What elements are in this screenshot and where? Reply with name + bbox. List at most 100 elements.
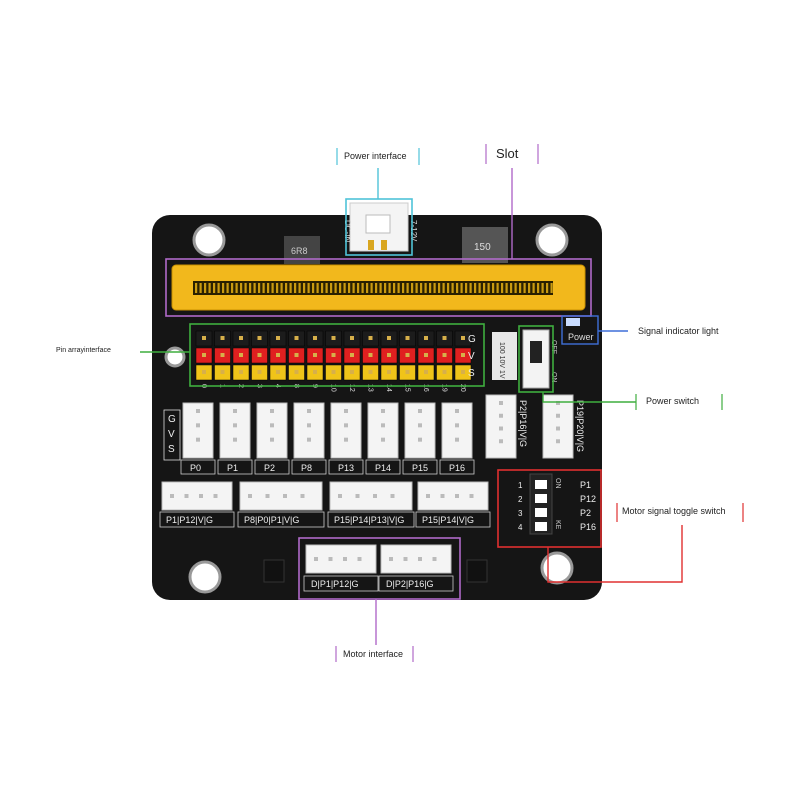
header-pin-tip — [202, 353, 206, 357]
connector-pin-hole — [556, 439, 560, 444]
i2c-port-label-frame — [237, 511, 325, 528]
slot-contact — [330, 283, 333, 293]
slot-contact — [411, 283, 414, 293]
connector-pin-hole — [499, 426, 503, 431]
motor-toggle-callout: Motor signal toggle switch — [622, 506, 726, 516]
connector-pin-hole — [355, 494, 360, 498]
header-pin-tip — [368, 353, 373, 357]
slot-contact — [415, 283, 418, 293]
slot-contact — [262, 283, 265, 293]
slot-contact — [505, 283, 508, 293]
header-pin-tip — [239, 336, 243, 340]
connector-pin-hole — [426, 494, 430, 498]
gvs-port-label-frame — [217, 459, 253, 475]
slot-contact — [298, 283, 301, 293]
connector-pin-hole — [418, 437, 422, 442]
header-pin-tip — [220, 353, 225, 357]
slot-contact — [325, 283, 328, 293]
slot-contact — [316, 283, 319, 293]
slot-contact — [217, 283, 220, 293]
connector-pin-hole — [390, 494, 395, 498]
connector-pin-hole — [196, 409, 200, 413]
slot-contact — [438, 283, 441, 293]
power-jack-pin — [381, 240, 387, 250]
i2c-port-label-frame — [415, 511, 491, 528]
pin-array-callout: Pin arrayinterface — [56, 347, 111, 354]
slot-contact — [195, 283, 198, 293]
connector-pin-hole — [307, 409, 311, 413]
gvs-port-label: P14 — [375, 463, 391, 473]
i2c-port-label: P15|P14|P13|V|G — [334, 515, 404, 525]
dip-lever[interactable] — [535, 480, 547, 489]
vertical-port-label: P2|P16|V|G — [518, 400, 528, 447]
connector-pin-hole — [343, 557, 347, 561]
header-pin-tip — [220, 336, 225, 340]
header-pin-tip — [331, 353, 336, 357]
i2c-port-label: P15|P14|V|G — [422, 515, 474, 525]
slot-contact — [235, 283, 238, 293]
header-pin-tip — [313, 353, 317, 357]
dip-ke-text: KE — [554, 520, 561, 530]
power-switch-callout: Power switch — [646, 396, 700, 406]
slot-contact — [240, 283, 243, 293]
dip-label: P2 — [580, 508, 591, 518]
slot-contact — [406, 283, 409, 293]
pin-number-label: 19 — [441, 384, 448, 392]
header-pin-tip — [350, 370, 354, 374]
slot-contact — [370, 283, 373, 293]
dip-lever[interactable] — [535, 494, 547, 503]
connector-pin-hole — [248, 494, 252, 498]
i2c-port-connector[interactable] — [239, 481, 323, 511]
connector-pin-hole — [300, 494, 305, 498]
header-pin-tip — [313, 336, 317, 340]
connector-pin-hole — [389, 557, 393, 561]
slot-contact — [447, 283, 450, 293]
gvs-port-label-frame — [439, 459, 475, 475]
gvs-port-label: P13 — [338, 463, 354, 473]
slot-contact — [357, 283, 360, 293]
gvs-port-connector[interactable] — [256, 402, 288, 459]
slot-contact — [433, 283, 436, 293]
slot-contact — [532, 283, 535, 293]
pin-header-array[interactable] — [195, 330, 472, 381]
vertical-port-label: P19|P20|V|G — [575, 400, 585, 452]
dip-lever[interactable] — [535, 508, 547, 517]
vertical-port-group[interactable]: P2|P16|V|G P19|P20|V|G — [485, 394, 585, 459]
slot-contact — [528, 283, 531, 293]
power-switch-knob[interactable] — [530, 341, 542, 363]
connector-pin-hole — [213, 494, 218, 498]
gvs-port-label: P0 — [190, 463, 201, 473]
header-pin-tip — [257, 336, 262, 340]
header-pin-tip — [387, 336, 391, 340]
header-pin-tip — [331, 336, 336, 340]
motor-port-label: D|P2|P16|G — [386, 579, 434, 589]
header-pin-tip — [405, 353, 410, 357]
signal-indicator-callout: Signal indicator light — [638, 326, 719, 336]
connector-pin-hole — [233, 423, 237, 428]
header-pin-tip — [294, 353, 299, 357]
header-pin-tip — [424, 336, 428, 340]
mount-hole-br — [540, 551, 574, 585]
i2c-port-connector[interactable] — [329, 481, 413, 511]
header-pin-tip — [461, 353, 465, 357]
power-interface-callout: Power interface — [344, 151, 407, 161]
slot-contact — [442, 283, 445, 293]
slot-contact — [456, 283, 459, 293]
connector-pin-hole — [344, 437, 348, 442]
connector-pin-hole — [233, 437, 237, 442]
i2c-port-label: P8|P0|P1|V|G — [244, 515, 299, 525]
header-pin-tip — [442, 336, 447, 340]
gvs-label-right: S — [468, 368, 475, 379]
connector-pin-hole — [499, 413, 503, 418]
connector-pin-hole — [556, 426, 560, 431]
dip-lever[interactable] — [535, 522, 547, 531]
slot-contact — [321, 283, 324, 293]
pin-array-highlight — [189, 323, 485, 387]
connector-pin-hole — [469, 494, 474, 498]
slot-contact — [510, 283, 513, 293]
header-pin-tip — [294, 336, 299, 340]
